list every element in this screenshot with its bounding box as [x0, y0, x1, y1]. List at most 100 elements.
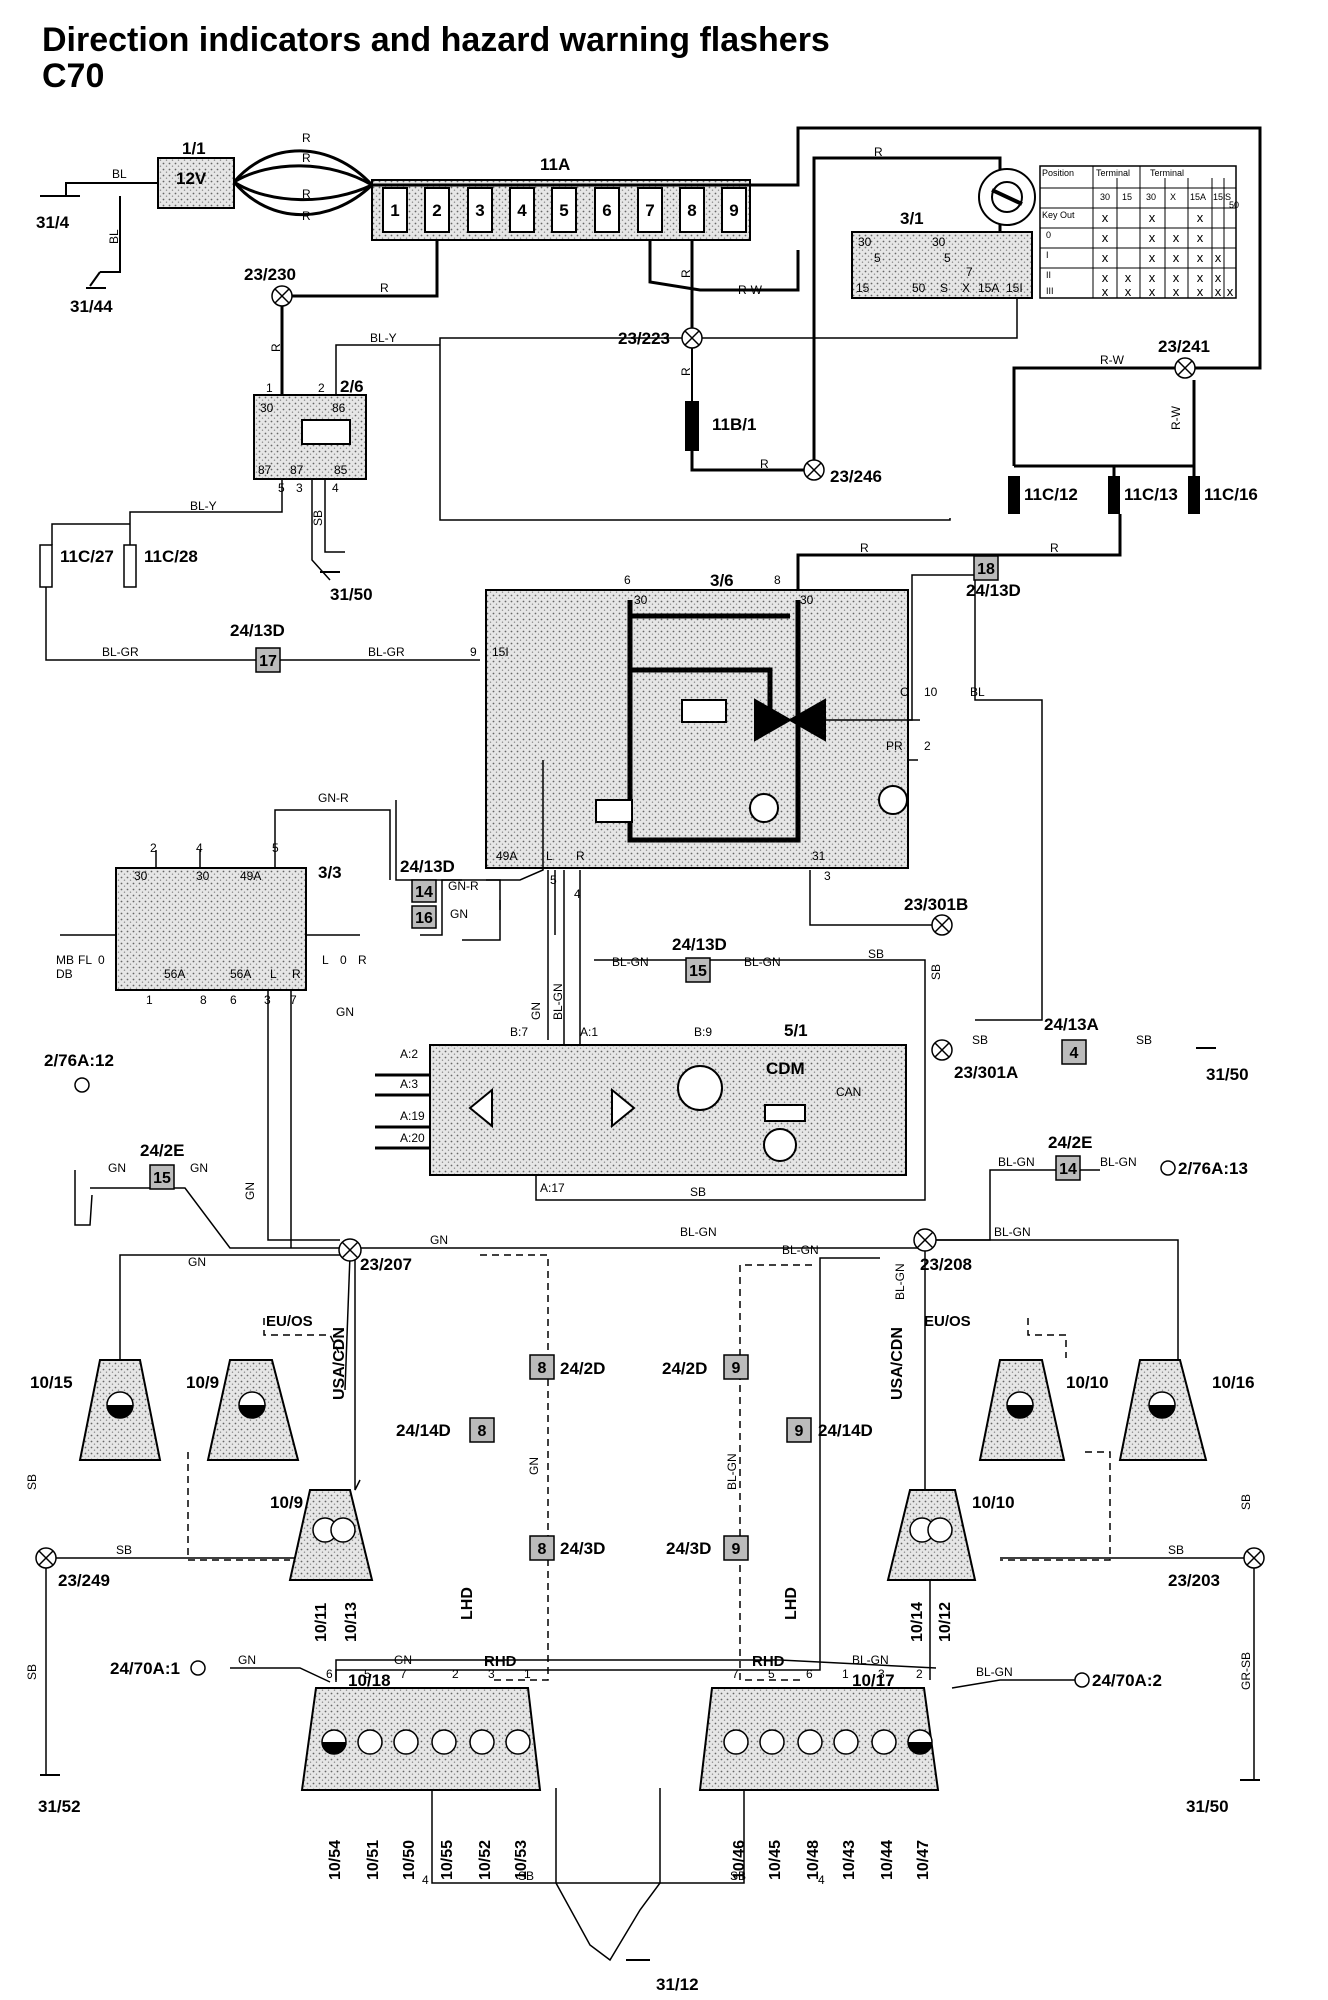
switch-pin-r: R: [292, 967, 301, 981]
wire-rw-ign: R-W: [738, 283, 763, 297]
cluster-right-out-2: 10/45: [767, 1840, 784, 1880]
switch-pin-2: 2: [150, 841, 157, 855]
cluster-left-out-2: 10/51: [365, 1840, 382, 1880]
terminal-2-76a-13: [1160, 1160, 1176, 1176]
ign-pin-s: S: [940, 281, 948, 295]
ign-pin-15a: 15A: [978, 281, 999, 295]
terminal-2-76a-12: [74, 1077, 90, 1093]
terminal-24-70a-1: [190, 1660, 206, 1676]
wire-grsb: GR-SB: [1239, 1652, 1253, 1690]
cluster-right-out-6: 10/47: [915, 1840, 932, 1880]
fuse-1-label: 1: [390, 201, 399, 220]
page-title: Direction indicators and hazard warning …: [42, 22, 830, 94]
relay-pin-5: 5: [278, 481, 285, 495]
wire-sb-relay: SB: [311, 510, 325, 526]
pin-9-b: 9: [795, 1423, 804, 1440]
wire-gn-vertical: GN: [243, 1182, 257, 1200]
connector-24-13d-b: 24/13D: [966, 581, 1021, 600]
hazard-switch-3-3: [115, 867, 307, 991]
wire-blgn-2e-b: BL-GN: [1100, 1155, 1137, 1169]
keytable-row-i: I: [1046, 250, 1049, 260]
pin-15-b: 15: [153, 1170, 171, 1187]
wire-gn-lhd: GN: [527, 1457, 541, 1475]
cdm-pin-a17: A:17: [540, 1181, 565, 1195]
fusebox-id: 11A: [540, 155, 570, 174]
wire-r-flasher-a: R: [860, 541, 869, 555]
flasher-pin-2: 2: [924, 739, 931, 753]
fuse-4-label: 4: [517, 201, 527, 220]
svg-text:x: x: [1215, 284, 1222, 299]
wire-sb-301a: SB: [972, 1033, 988, 1047]
svg-text:x: x: [1149, 270, 1156, 285]
wire-blgn-2e-a: BL-GN: [998, 1155, 1035, 1169]
wire-r-a: R: [302, 131, 311, 145]
battery-id: 1/1: [182, 139, 206, 158]
svg-text:x: x: [1149, 210, 1156, 225]
svg-text:x: x: [1197, 230, 1204, 245]
cdm-pin-b7: B:7: [510, 1025, 528, 1039]
splice-label-23-246: 23/246: [830, 467, 882, 486]
cluster-right-pin-6: 6: [806, 1667, 813, 1681]
wire-gn-2e-a: GN: [108, 1161, 126, 1175]
keytable-col-50: 50: [1229, 200, 1239, 210]
wire-blgn-left: BL-GN: [782, 1243, 819, 1257]
flasher-pin-5: 5: [550, 873, 557, 887]
wire-blgn-a: BL-GN: [612, 955, 649, 969]
cluster-left-out-3: 10/50: [401, 1840, 418, 1880]
keytable-col-15a: 15A: [1190, 192, 1206, 202]
switch-side-fl: FL: [78, 953, 92, 967]
wire-blgn-vertical: BL-GN: [893, 1263, 907, 1300]
ign-pin-30b: 30: [932, 235, 946, 249]
ign-pin-15: 15: [856, 281, 870, 295]
fuse-slots: [382, 187, 747, 233]
ign-pin-x: X: [962, 281, 970, 295]
wire-sb-301b: SB: [868, 947, 884, 961]
cluster-right-pin-2: 2: [916, 1667, 923, 1681]
connector-24-3d-a: 24/3D: [560, 1539, 605, 1558]
flasher-pin-49a: 49A: [496, 849, 517, 863]
switch-bottom-6: 6: [230, 993, 237, 1007]
svg-text:x: x: [1125, 284, 1132, 299]
title-line-2: C70: [42, 57, 105, 95]
wire-bly-top: BL-Y: [370, 331, 397, 345]
cdm-module-5-1: [429, 1044, 907, 1176]
lamp-label-10-9-upper: 10/9: [186, 1373, 219, 1392]
cluster-right-out-4: 10/43: [841, 1840, 858, 1880]
svg-text:x: x: [1102, 210, 1109, 225]
switch-side-0a: 0: [98, 953, 105, 967]
ign-pin-50: 50: [912, 281, 926, 295]
cluster-right-pin-7: 7: [732, 1667, 739, 1681]
cluster-left-out-6: 10/53: [513, 1840, 530, 1880]
wire-r-b: R: [302, 151, 311, 165]
connector-24-2d-b: 24/2D: [662, 1359, 707, 1378]
ign-pin-30a: 30: [858, 235, 872, 249]
keytable-col-15i: 15I: [1213, 192, 1226, 202]
connector-24-3d-b: 24/3D: [666, 1539, 711, 1558]
wire-blgr-a: BL-GR: [102, 645, 139, 659]
wire-blgn-1016: BL-GN: [994, 1225, 1031, 1239]
relay-pin-3: 3: [296, 481, 303, 495]
svg-text:x: x: [1102, 284, 1109, 299]
cluster-right-id: 10/17: [852, 1671, 895, 1690]
fuse-11c27: 11C/27: [60, 547, 114, 566]
wire-bl-ground: BL: [107, 229, 121, 244]
lamp-label-10-10-upper: 10/10: [1066, 1373, 1109, 1392]
market-lhd-left: LHD: [459, 1587, 476, 1620]
ground-31-12: 31/12: [656, 1975, 699, 1994]
cluster-left-id: 10/18: [348, 1671, 391, 1690]
wire-blgr-b: BL-GR: [368, 645, 405, 659]
cdm-can-label: CAN: [836, 1085, 861, 1099]
cdm-pin-a2: A:2: [400, 1047, 418, 1061]
flasher-pin-30a: 30: [634, 593, 648, 607]
cdm-pin-a19: A:19: [400, 1109, 425, 1123]
pin-8-a: 8: [538, 1360, 547, 1377]
cdm-label: CDM: [766, 1059, 805, 1078]
flasher-pin-3: 3: [824, 869, 831, 883]
splice-label-23-207: 23/207: [360, 1255, 412, 1274]
cluster-left-pin-6: 6: [326, 1667, 333, 1681]
switch-pin-4: 4: [196, 841, 203, 855]
cluster-left-pin-3: 3: [488, 1667, 495, 1681]
relay-id: 2/6: [340, 377, 364, 396]
relay-pin-30: 30: [260, 401, 274, 415]
